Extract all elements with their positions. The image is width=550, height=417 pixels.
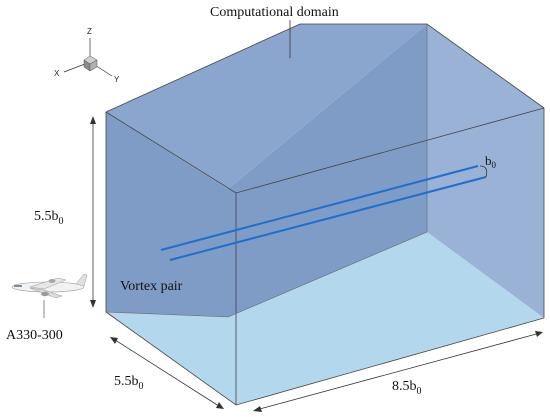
width-dimension (110, 337, 224, 409)
vortex-label: Vortex pair (120, 279, 183, 294)
height-dimension (90, 116, 96, 308)
axis-cube-icon (83, 55, 98, 72)
aircraft-label: A330-300 (6, 328, 63, 343)
domain-label: Computational domain (210, 5, 339, 20)
length-dimension (253, 331, 543, 412)
top-face (106, 24, 427, 189)
axis-z-label: Z (87, 27, 92, 36)
b0-leader (479, 165, 488, 178)
aircraft-icon (11, 273, 88, 299)
length-label: 8.5b0 (392, 379, 422, 397)
front-right-face (427, 24, 544, 318)
back-face (228, 24, 427, 317)
left-back-face (106, 112, 228, 317)
b0-label: b0 (485, 153, 497, 170)
axis-y-label: Y (114, 75, 120, 84)
height-label: 5.5b0 (34, 209, 64, 227)
axis-x-label: X (54, 69, 60, 78)
width-label: 5.5b0 (114, 374, 144, 392)
vortex-line-lower (169, 176, 487, 261)
box-edges (105, 23, 545, 406)
floor-face (106, 232, 544, 405)
vortex-line-upper (160, 165, 479, 251)
axis-triad (63, 38, 113, 77)
